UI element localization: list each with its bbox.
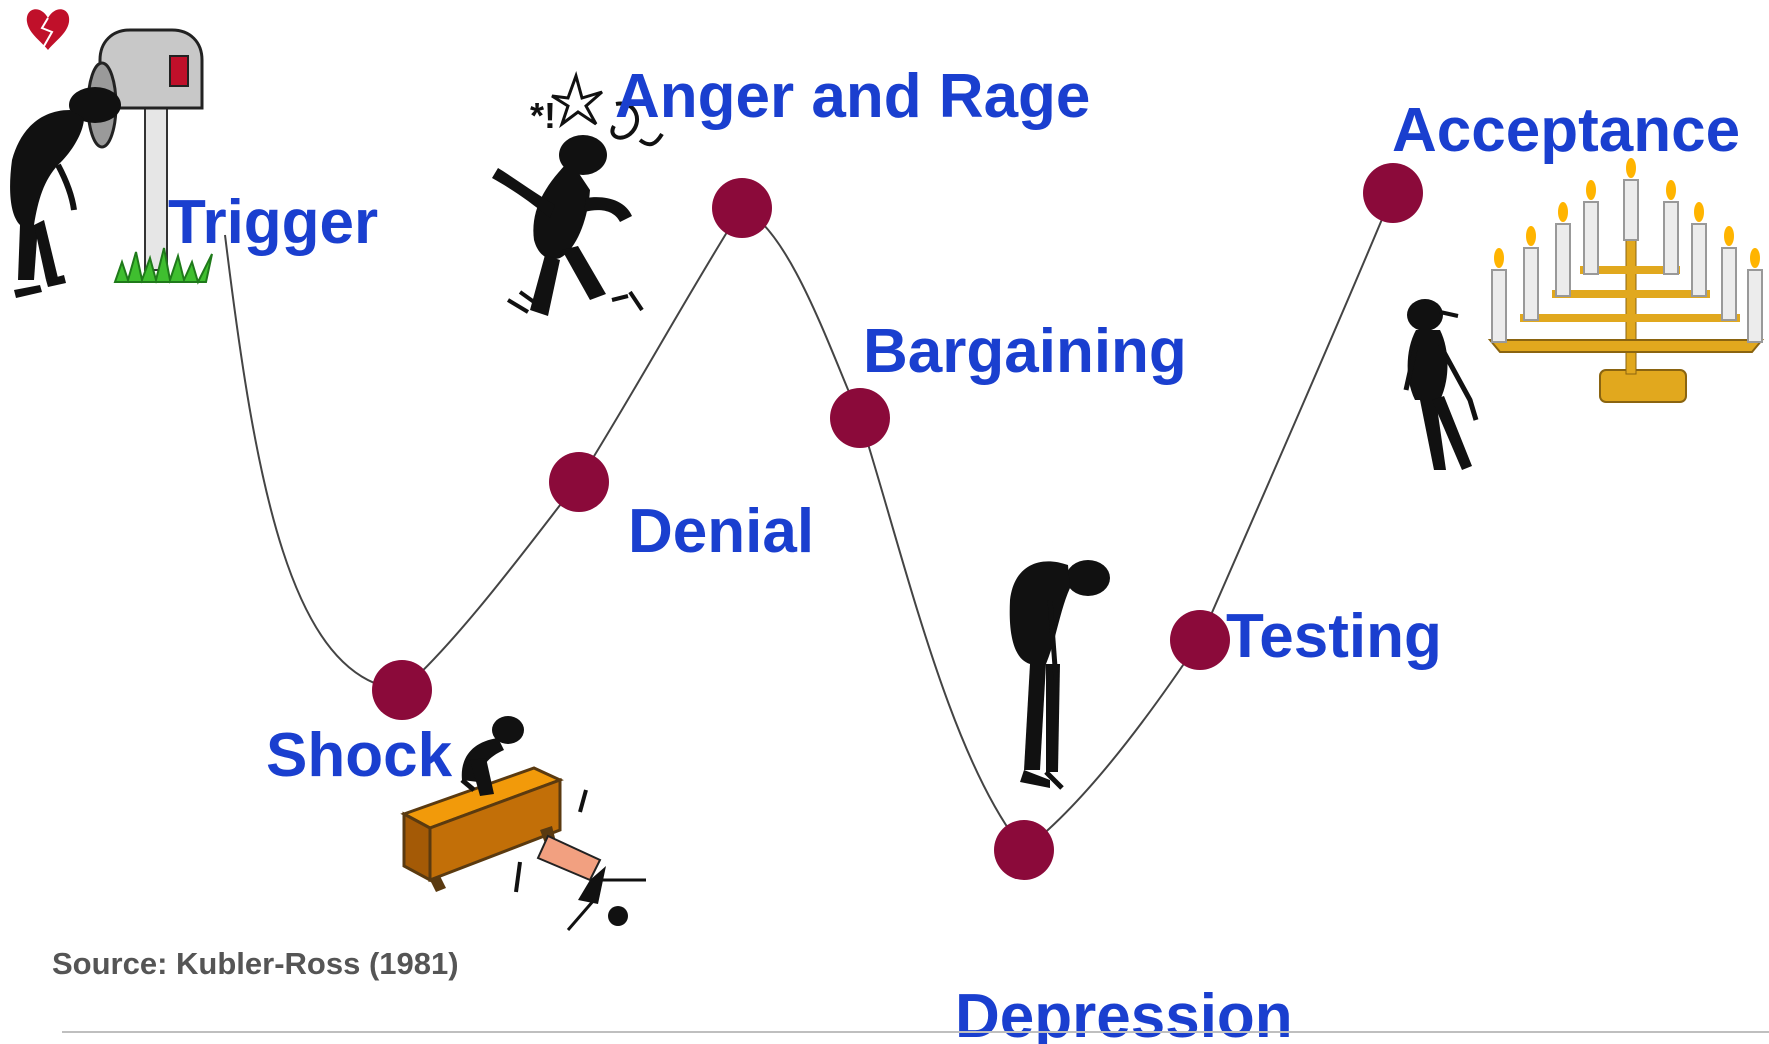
- depressed-standing-figure: [1009, 560, 1110, 790]
- menorah-candles-icon: [1487, 158, 1765, 403]
- node-anger: [712, 178, 772, 238]
- node-shock: [372, 660, 432, 720]
- mailbox-heartbreak-figure: [10, 9, 213, 298]
- label-denial: Denial: [628, 497, 814, 566]
- label-shock: Shock: [266, 721, 453, 790]
- node-testing: [1170, 610, 1230, 670]
- label-anger: Anger and Rage: [615, 62, 1090, 131]
- source-citation: Source: Kubler-Ross (1981): [52, 946, 459, 981]
- label-depression: Depression: [955, 982, 1293, 1044]
- label-bargaining: Bargaining: [863, 317, 1187, 386]
- node-bargaining: [830, 388, 890, 448]
- angry-jumping-figure: *!: [492, 71, 664, 316]
- label-trigger: Trigger: [168, 188, 378, 257]
- fallen-desk-figure: [400, 716, 646, 931]
- hopeful-figure: [1403, 299, 1479, 470]
- node-depression: [994, 820, 1054, 880]
- node-denial: [549, 452, 609, 512]
- broken-heart-icon: [26, 9, 70, 50]
- svg-text:*!: *!: [530, 95, 556, 136]
- label-testing: Testing: [1226, 602, 1442, 671]
- label-acceptance: Acceptance: [1392, 96, 1740, 165]
- node-acceptance: [1363, 163, 1423, 223]
